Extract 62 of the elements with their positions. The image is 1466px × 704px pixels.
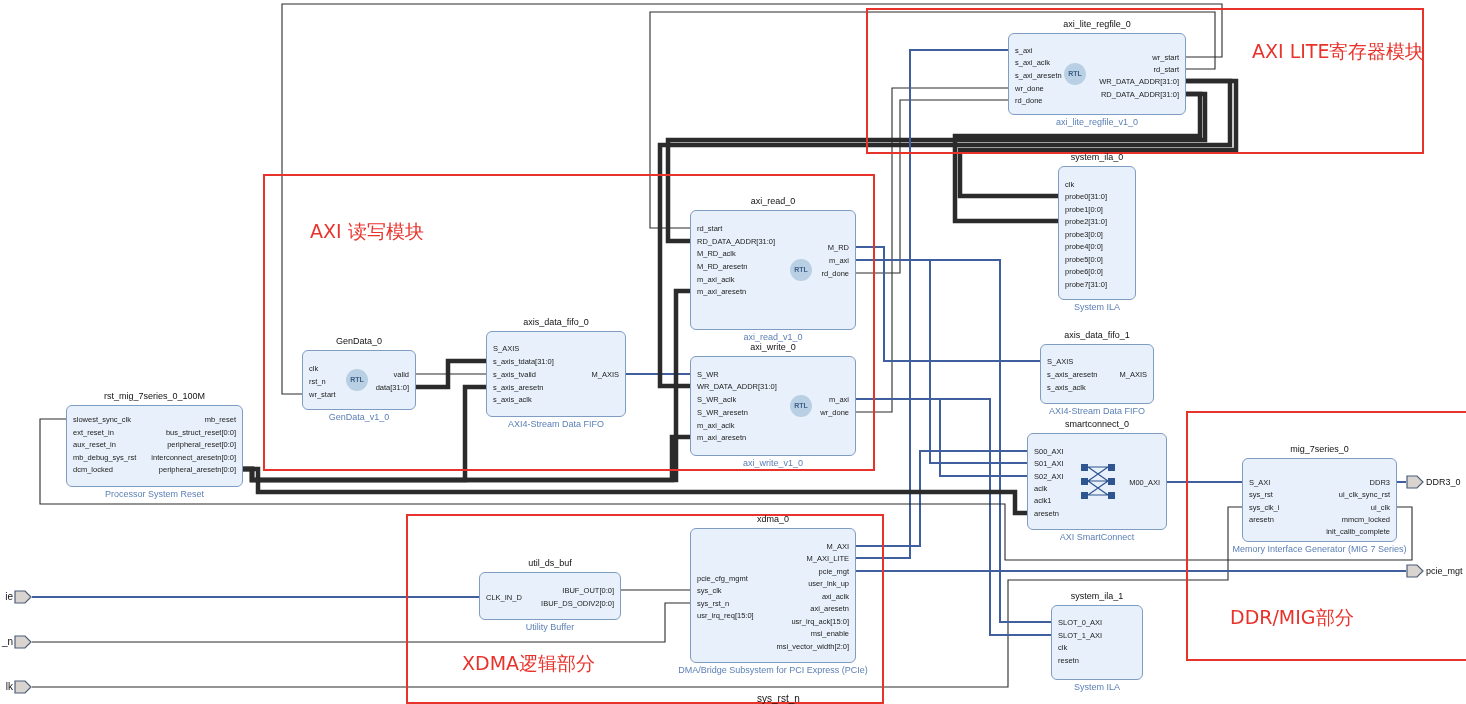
region-frame xyxy=(406,514,884,704)
block-subtitle: axi_write_v1_0 xyxy=(743,458,803,469)
block-title: xdma_0 xyxy=(757,514,789,525)
block-subtitle: Utility Buffer xyxy=(525,622,575,633)
bus-wire xyxy=(31,596,480,598)
wire xyxy=(855,99,1009,274)
wire xyxy=(957,78,1239,199)
bus-wire xyxy=(855,570,1407,572)
bus-wire xyxy=(855,49,1009,559)
block-title: mig_7series_0 xyxy=(1290,444,1349,455)
region-frame xyxy=(1186,411,1466,661)
net-label: sys_rst_n xyxy=(757,693,800,704)
block-title: system_ila_1 xyxy=(1070,591,1124,602)
wire xyxy=(649,11,1216,229)
region-label: XDMA逻辑部分 xyxy=(462,652,596,674)
block-title: axis_data_fifo_1 xyxy=(1064,330,1130,341)
wire xyxy=(416,358,486,390)
port-label: DDR3_0 xyxy=(1426,476,1461,488)
block-title: smartconnect_0 xyxy=(1065,419,1129,430)
block-title: axi_read_0 xyxy=(750,196,796,207)
block-title: axis_data_fifo_0 xyxy=(523,317,589,328)
block-subtitle: axi_lite_regfile_v1_0 xyxy=(1055,117,1139,128)
block-subtitle: AXI4-Stream Data FIFO xyxy=(1049,406,1145,417)
block-subtitle: AXI SmartConnect xyxy=(1059,532,1135,543)
block-title: axi_lite_regfile_0 xyxy=(1063,19,1131,30)
wire xyxy=(952,91,1203,224)
block-subtitle: AXI4-Stream Data FIFO xyxy=(508,419,604,430)
block-title: util_ds_buf xyxy=(528,558,572,569)
block-title: system_ila_0 xyxy=(1070,152,1124,163)
block-subtitle: axi_read_v1_0 xyxy=(743,332,803,343)
wire xyxy=(415,373,487,375)
wire xyxy=(39,418,1413,561)
block-subtitle: System ILA xyxy=(1074,302,1120,313)
block-subtitle: Memory Interface Generator (MIG 7 Series) xyxy=(1232,544,1407,555)
region-label: DDR/MIG部分 xyxy=(1230,606,1354,628)
region-label: AXI LITE寄存器模块 xyxy=(1252,40,1425,62)
port-label: lk xyxy=(5,681,13,693)
bus-wire xyxy=(1396,481,1407,483)
wire xyxy=(243,384,486,483)
region-frame xyxy=(866,8,1424,154)
wire xyxy=(281,3,1223,395)
region-label: AXI 读写模块 xyxy=(310,220,424,242)
port-label: _n xyxy=(1,636,13,648)
block-title: GenData_0 xyxy=(336,336,382,347)
bus-wire xyxy=(1166,481,1243,483)
port-label: pcie_mgt xyxy=(1426,565,1463,577)
wire xyxy=(620,589,691,591)
wire xyxy=(855,87,1009,413)
wire xyxy=(31,506,1243,688)
wire xyxy=(31,602,691,643)
bus-wire xyxy=(855,246,1041,362)
bus-wire xyxy=(625,373,691,375)
block-subtitle: Processor System Reset xyxy=(105,489,204,500)
block-title: axi_write_0 xyxy=(750,342,796,353)
block-subtitle: System ILA xyxy=(1074,682,1120,693)
wire xyxy=(665,91,1208,244)
region-frame xyxy=(263,174,875,471)
port-label: ie xyxy=(5,591,13,603)
block-subtitle: GenData_v1_0 xyxy=(328,412,390,423)
block-title: rst_mig_7series_0_100M xyxy=(103,391,206,402)
block-subtitle: DMA/Bridge Subsystem for PCI Express (PCIe) xyxy=(678,665,868,676)
bus-wire xyxy=(855,450,1028,547)
